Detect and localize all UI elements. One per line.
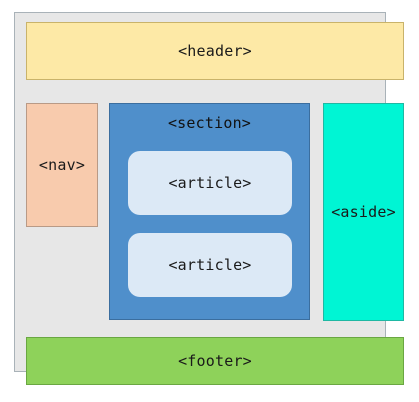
aside-label: <aside> bbox=[331, 203, 396, 221]
aside-block: <aside> bbox=[323, 103, 404, 321]
article-block: <article> bbox=[128, 151, 292, 215]
footer-label: <footer> bbox=[178, 352, 252, 370]
article-label: <article> bbox=[168, 174, 252, 192]
section-label: <section> bbox=[167, 114, 252, 132]
nav-label: <nav> bbox=[38, 156, 86, 174]
article-label: <article> bbox=[168, 256, 252, 274]
article-block: <article> bbox=[128, 233, 292, 297]
header-block: <header> bbox=[26, 22, 404, 80]
header-label: <header> bbox=[178, 42, 252, 60]
section-block: <section> <article> <article> bbox=[109, 103, 310, 320]
nav-block: <nav> bbox=[26, 103, 98, 227]
footer-block: <footer> bbox=[26, 337, 404, 385]
